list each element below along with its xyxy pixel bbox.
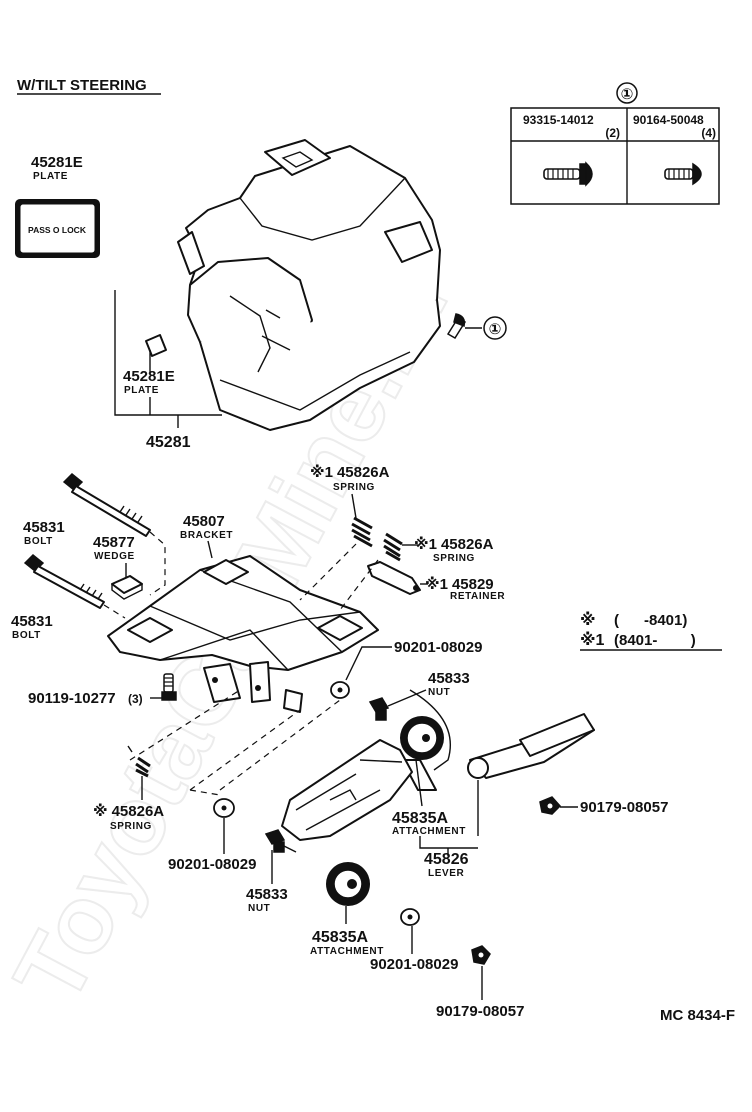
bracket-part [107, 555, 379, 713]
bolt-93315-icon [543, 161, 593, 187]
label-bracket-num: 45807 [183, 513, 225, 530]
attachment-top-outline [409, 689, 452, 771]
bolt-90119-part [161, 673, 177, 701]
table-qty-2: (4) [701, 126, 716, 140]
label-wedge-name: WEDGE [94, 551, 135, 562]
label-spring-a1-name: SPRING [333, 482, 375, 493]
label-bolt-top-name: BOLT [24, 536, 53, 547]
label-plate-cover-num: 45281E [123, 368, 175, 385]
label-attach-bottom-num: 45835A [312, 929, 368, 946]
leader-bracket [207, 540, 213, 559]
table-pn-2: 90164-50048 [633, 113, 704, 127]
bolt-callout-1: ① [446, 313, 507, 340]
label-bolt-bottom-num: 45831 [11, 613, 53, 630]
leader-washer-top [345, 646, 392, 681]
label-nut-bottom-num: 45833 [246, 886, 288, 903]
lever-part [467, 713, 595, 779]
label-cover-num: 45281 [146, 434, 191, 451]
label-spring-b: ※45826A [93, 802, 164, 820]
label-bolt-3-qty: (3) [128, 692, 143, 706]
table-frame [510, 107, 720, 205]
steering-column-cover [145, 139, 441, 431]
label-washer-bottom: 90201-08029 [370, 956, 458, 973]
label-plate-top-name: PLATE [33, 171, 68, 182]
table-circle-marker [616, 82, 638, 104]
callout-marker-label: ① [489, 321, 502, 338]
notes-block: ※ ( -8401) ※1 (8401- ) [580, 611, 722, 651]
label-lever-num: 45826 [424, 851, 469, 868]
label-bolt-3-num: 90119-10277 [28, 690, 116, 707]
label-wedge-num: 45877 [93, 534, 135, 551]
dash-bracket-lower [129, 689, 341, 791]
label-spring-a2-name: SPRING [433, 553, 475, 564]
spring-a1-part [351, 516, 373, 548]
label-attach-top-name: ATTACHMENT [392, 826, 466, 837]
note-1-mark: ※ [580, 611, 596, 629]
label-nut-top-name: NUT [428, 687, 450, 698]
dash-springs [299, 543, 379, 611]
note-2-mark: ※1 [580, 631, 605, 649]
label-bolt-top-num: 45831 [23, 519, 65, 536]
note-2-text: (8401- ) [614, 632, 696, 649]
note-1-text: ( -8401) [614, 612, 687, 629]
bolt-90164-icon [664, 162, 702, 186]
nut-top-part [368, 697, 390, 721]
leader-attach-top [415, 759, 423, 807]
table-qty-1: (2) [605, 126, 620, 140]
label-nut-bottom-name: NUT [248, 903, 270, 914]
leader-lever-bracket [419, 836, 478, 856]
label-bracket-name: BRACKET [180, 530, 233, 541]
nut-lever-part [539, 796, 562, 815]
spring-a2-part [383, 532, 403, 562]
plate-sticker-text: PASS O LOCK [28, 225, 87, 235]
label-nut-lever: 90179-08057 [580, 799, 668, 816]
label-nut-top-num: 45833 [428, 670, 470, 687]
leader-nut-top [387, 689, 427, 707]
nut-end-part [471, 945, 491, 965]
dash-bolt-bottom [103, 604, 126, 619]
bolt-45831-top [62, 472, 151, 537]
nut-bottom-part [264, 829, 297, 853]
diagram-code: MC 8434-F [660, 1007, 735, 1024]
wedge-part [111, 575, 143, 600]
pass-o-lock-plate: PASS O LOCK [15, 199, 100, 258]
label-lever-name: LEVER [428, 868, 465, 879]
label-plate-top-num: 45281E [31, 154, 83, 171]
spring-b-part [127, 745, 151, 778]
tilt-shaft-part [281, 739, 413, 841]
table-pn-1: 93315-14012 [523, 113, 594, 127]
label-plate-cover-name: PLATE [124, 385, 159, 396]
bolt-45831-bottom [23, 553, 105, 609]
label-washer-top: 90201-08029 [394, 639, 482, 656]
label-nut-end: 90179-08057 [436, 1003, 524, 1020]
fastener-table: ① 93315-14012 (2) 90164-50048 (4) [510, 82, 720, 205]
label-spring-b-name: SPRING [110, 821, 152, 832]
attachment-bottom-part [326, 862, 370, 906]
label-retainer-name: RETAINER [450, 591, 505, 602]
label-bolt-bottom-name: BOLT [12, 630, 41, 641]
diagram-title: W/TILT STEERING [17, 77, 147, 94]
leader-cover-bracket [114, 290, 222, 428]
label-washer-mid: 90201-08029 [168, 856, 256, 873]
leader-spring-a1 [351, 493, 357, 519]
table-marker-label: ① [621, 86, 634, 103]
retainer-part [367, 561, 421, 595]
dash-bolt-top [149, 531, 166, 596]
label-attach-top-num: 45835A [392, 810, 448, 827]
dash-washer-mid [189, 789, 221, 796]
label-attach-bottom-name: ATTACHMENT [310, 946, 384, 957]
